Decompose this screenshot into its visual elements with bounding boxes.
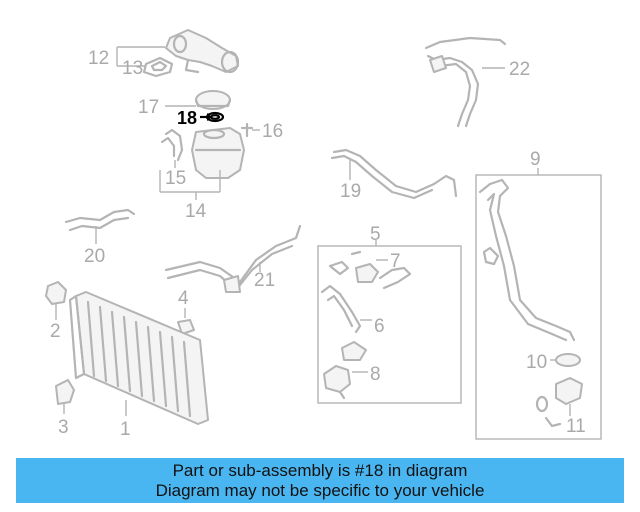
part-20-hose bbox=[64, 208, 136, 232]
callout-4: 4 bbox=[178, 288, 189, 309]
callout-21: 21 bbox=[254, 270, 275, 291]
part-1-radiator bbox=[68, 291, 209, 425]
callout-6: 6 bbox=[374, 316, 385, 337]
callout-16: 16 bbox=[262, 121, 283, 142]
group-5-box bbox=[317, 245, 462, 404]
parts-diagram: 12 13 22 17 18 16 15 14 bbox=[45, 29, 602, 440]
callout-20: 20 bbox=[84, 246, 105, 267]
info-banner: Part or sub-assembly is #18 in diagram D… bbox=[16, 458, 624, 503]
callout-18: 18 bbox=[177, 108, 197, 128]
callout-1: 1 bbox=[120, 419, 131, 440]
callout-12: 12 bbox=[88, 48, 109, 69]
part-6-hoses bbox=[320, 263, 412, 361]
part-14-expansion-tank bbox=[191, 127, 245, 179]
banner-line-2: Diagram may not be specific to your vehi… bbox=[155, 480, 485, 500]
callout-9: 9 bbox=[530, 149, 541, 170]
banner-line-1: Part or sub-assembly is #18 in diagram bbox=[172, 460, 468, 480]
callout-2: 2 bbox=[50, 321, 61, 342]
callout-15: 15 bbox=[165, 168, 186, 189]
callout-10: 10 bbox=[526, 352, 547, 373]
part-15-hose bbox=[160, 128, 184, 162]
part-2-bracket bbox=[45, 281, 67, 305]
callout-13: 13 bbox=[122, 58, 143, 79]
part-16-bolt bbox=[240, 122, 254, 138]
callout-3: 3 bbox=[58, 417, 69, 438]
callout-22: 22 bbox=[509, 59, 530, 80]
callout-14: 14 bbox=[185, 201, 207, 222]
part-22-hose bbox=[424, 36, 507, 128]
callout-8: 8 bbox=[370, 364, 381, 385]
part-12-coolant-flange bbox=[165, 29, 240, 74]
part-7-sensor bbox=[328, 250, 362, 276]
part-17-cap bbox=[194, 90, 232, 110]
callout-5: 5 bbox=[370, 224, 381, 245]
part-9-lower-hose bbox=[478, 178, 576, 342]
callout-11: 11 bbox=[566, 416, 586, 437]
callout-17: 17 bbox=[138, 97, 159, 118]
part-13-gasket bbox=[142, 56, 174, 78]
part-10-clamp bbox=[555, 353, 581, 367]
callout-19: 19 bbox=[340, 181, 361, 202]
part-8-elbow bbox=[323, 365, 351, 400]
part-11-connector bbox=[535, 377, 583, 428]
part-4-bracket bbox=[177, 319, 195, 335]
part-21-pipe bbox=[164, 224, 302, 293]
callout-7: 7 bbox=[390, 251, 401, 272]
part-19-pipe bbox=[330, 148, 458, 200]
part-3-bracket bbox=[55, 379, 75, 405]
